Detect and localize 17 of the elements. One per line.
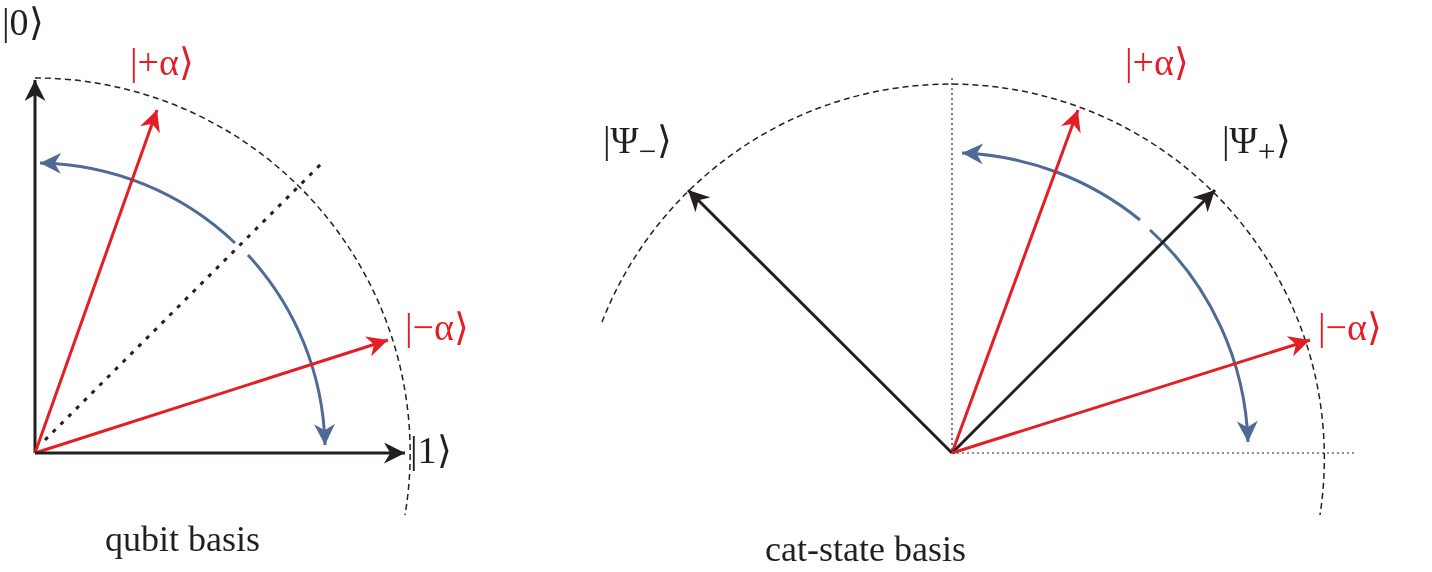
arrow: [686, 188, 954, 455]
state-label: |1⟩: [410, 428, 452, 472]
state-label: |+α⟩: [130, 40, 194, 84]
arrow: [950, 188, 1217, 455]
state-label: |−α⟩: [1318, 305, 1382, 349]
arrow: [34, 336, 389, 455]
arrow: [951, 336, 1311, 455]
state-label: |Ψ$_{+}$⟩: [1222, 118, 1291, 174]
state-label: |+α⟩: [1125, 40, 1189, 84]
state-label: |−α⟩: [405, 305, 469, 349]
arrow: [24, 80, 46, 453]
arrow: [33, 109, 160, 454]
state-label: |0⟩: [2, 0, 44, 44]
arrow: [35, 442, 405, 464]
state-label: |Ψ$_{−}$⟩: [603, 118, 672, 174]
caption: qubit basis: [105, 518, 260, 560]
caption: cat-state basis: [765, 528, 966, 570]
